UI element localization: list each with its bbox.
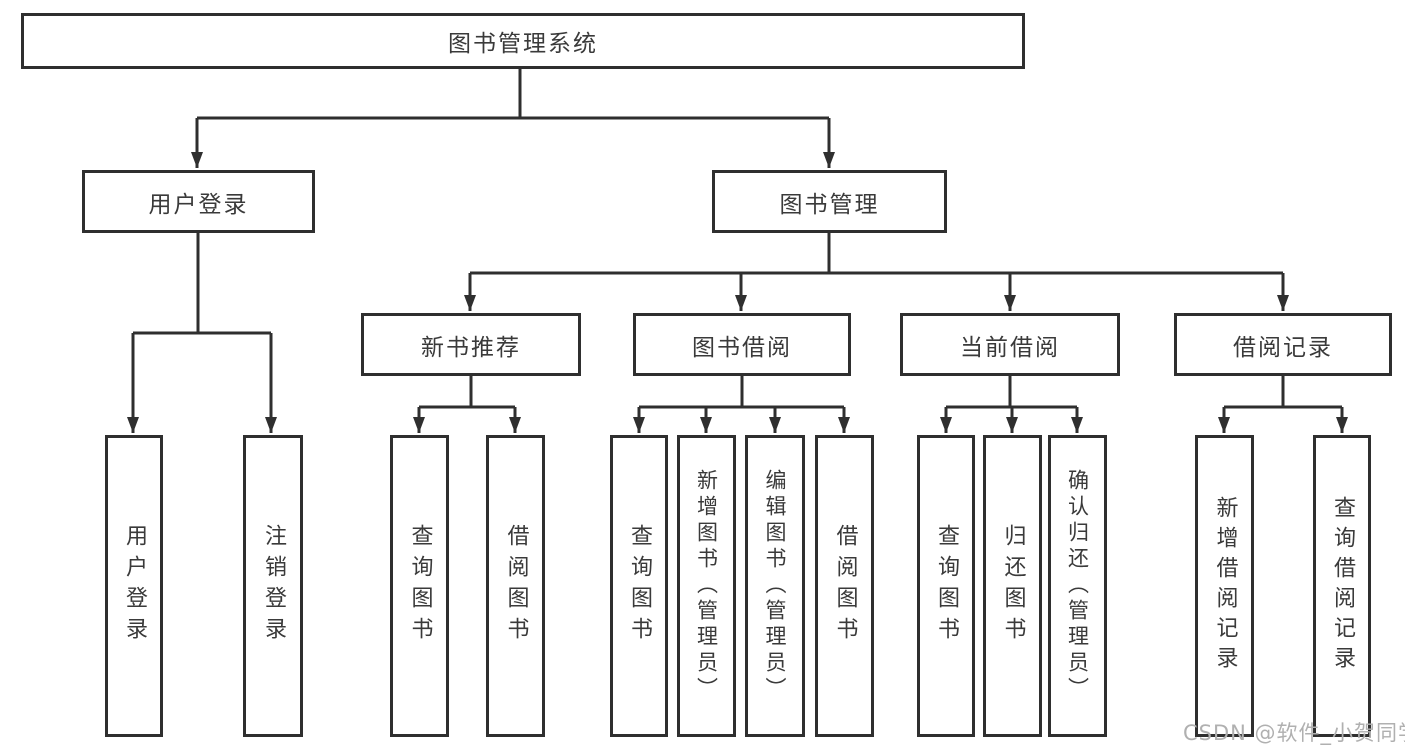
node-user-login: 用户登录: [82, 170, 315, 233]
node-book-borrow-label: 图书借阅: [692, 334, 792, 361]
leaf-cb-return-book: 归还图书: [983, 435, 1042, 737]
node-new-book-recommend: 新书推荐: [361, 313, 581, 376]
node-current-borrow: 当前借阅: [900, 313, 1120, 376]
leaf-cb-query-book: 查询图书: [917, 435, 975, 737]
leaf-br-add-record: 新增借阅记录: [1195, 435, 1254, 737]
node-current-borrow-label: 当前借阅: [960, 334, 1060, 361]
leaf-br-query-record: 查询借阅记录: [1313, 435, 1371, 737]
leaf-bb-query-book: 查询图书: [610, 435, 668, 737]
node-user-login-label: 用户登录: [148, 191, 249, 218]
leaf-bb-query-book-label: 查询图书: [627, 524, 652, 648]
leaf-cb-confirm-return-admin: 确认归还（管理员）: [1048, 435, 1107, 737]
leaf-user-login: 用户登录: [105, 435, 163, 737]
leaf-nb-query-book-label: 查询图书: [407, 524, 433, 648]
node-library-system: 图书管理系统: [21, 13, 1025, 69]
leaf-bb-add-book-admin: 新增图书（管理员）: [677, 435, 736, 737]
node-book-management: 图书管理: [712, 170, 947, 233]
leaf-br-add-record-label: 新增借阅记录: [1212, 496, 1238, 676]
node-new-book-recommend-label: 新书推荐: [421, 334, 521, 361]
leaf-nb-borrow-book-label: 借阅图书: [503, 524, 529, 648]
leaf-user-login-label: 用户登录: [122, 524, 147, 648]
node-book-borrow: 图书借阅: [633, 313, 851, 376]
leaf-logout: 注销登录: [243, 435, 303, 737]
leaf-bb-edit-book-admin: 编辑图书（管理员）: [745, 435, 805, 737]
leaf-br-query-record-label: 查询借阅记录: [1330, 496, 1355, 676]
node-library-system-label: 图书管理系统: [448, 31, 598, 57]
node-book-management-label: 图书管理: [779, 191, 880, 218]
leaf-logout-label: 注销登录: [261, 524, 286, 648]
leaf-bb-edit-book-admin-label: 编辑图书（管理员）: [763, 469, 787, 703]
node-borrow-record: 借阅记录: [1174, 313, 1392, 376]
leaf-bb-borrow-book-label: 借阅图书: [832, 524, 858, 648]
leaf-nb-borrow-book: 借阅图书: [486, 435, 545, 737]
leaf-bb-add-book-admin-label: 新增图书（管理员）: [694, 469, 719, 703]
leaf-nb-query-book: 查询图书: [390, 435, 449, 737]
leaf-bb-borrow-book: 借阅图书: [815, 435, 874, 737]
leaf-cb-query-book-label: 查询图书: [934, 524, 959, 648]
csdn-watermark: CSDN @软件_小贺同学: [1183, 721, 1405, 745]
leaf-cb-confirm-return-admin-label: 确认归还（管理员）: [1065, 469, 1090, 703]
leaf-cb-return-book-label: 归还图书: [1000, 524, 1026, 648]
node-borrow-record-label: 借阅记录: [1233, 334, 1333, 361]
